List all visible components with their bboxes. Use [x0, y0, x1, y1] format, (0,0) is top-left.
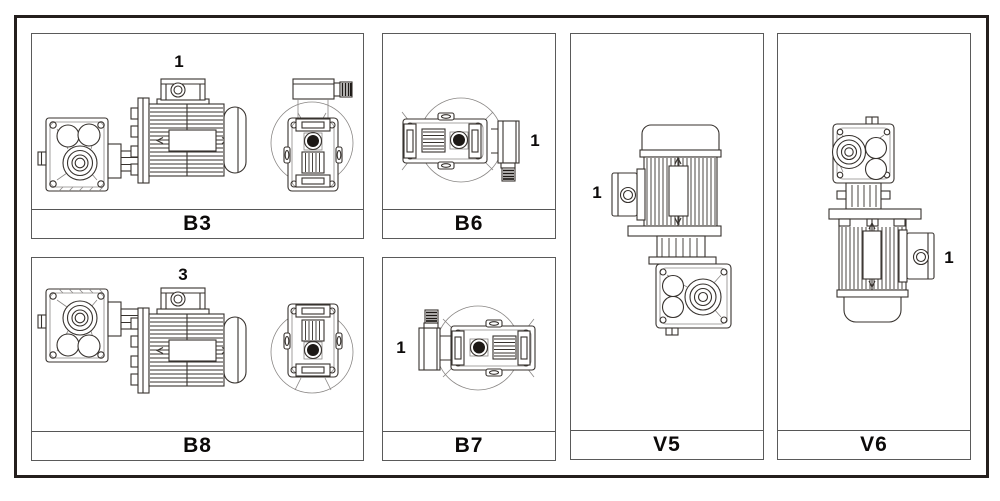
b8-drawing — [37, 287, 354, 394]
b8-gearbox-front-view — [37, 288, 109, 363]
b6-caption: B6 — [383, 209, 555, 238]
b3-caption: B3 — [32, 209, 363, 238]
b3-caption-text: B3 — [183, 212, 212, 235]
b3-motor-side-view — [107, 78, 247, 184]
b6-top-view — [401, 97, 504, 183]
b3-drawing — [37, 78, 354, 192]
b8-caption-text: B8 — [183, 434, 212, 457]
b6-terminal-box-position-label: 1 — [530, 131, 540, 150]
v6-caption-text: V6 — [860, 433, 888, 456]
v5-caption-text: V5 — [653, 433, 681, 456]
b3-terminal-box-position-label: 1 — [174, 52, 184, 71]
panel-b3: 1 B3 — [31, 33, 364, 239]
v6-caption: V6 — [778, 430, 970, 459]
b3-end-view — [270, 78, 354, 192]
b7-terminal-box-position-label: 1 — [396, 338, 406, 357]
b6-caption-text: B6 — [454, 212, 484, 235]
b8-end-view — [270, 303, 354, 394]
b7-top-view — [435, 305, 536, 391]
panel-b8: 3 B8 — [31, 257, 364, 461]
v5-gearbox-front-view — [655, 263, 732, 336]
b7-caption: B7 — [383, 431, 555, 460]
v6-motor-vertical — [828, 182, 935, 323]
b6-drawing — [401, 97, 520, 183]
v5-motor-vertical — [611, 124, 722, 265]
panel-b6: 1 B6 — [382, 33, 556, 239]
b7-caption-text: B7 — [454, 434, 484, 457]
b8-caption: B8 — [32, 431, 363, 460]
b8-terminal-box-position-label: 3 — [178, 265, 188, 284]
v6-gearbox-front-view — [831, 116, 895, 184]
panel-v5: 1 V5 — [570, 33, 764, 460]
b6-terminal-box — [497, 120, 520, 182]
v6-terminal-box-position-label: 1 — [944, 248, 954, 267]
b3-gearbox-front-view — [37, 117, 109, 192]
b8-motor-side-view — [107, 287, 247, 394]
v5-drawing — [611, 124, 732, 336]
v5-caption: V5 — [571, 430, 763, 459]
panel-b7: 1 B7 — [382, 257, 556, 461]
v6-drawing — [828, 116, 935, 323]
panel-v6: 1 V6 — [777, 33, 971, 460]
b7-drawing — [418, 305, 536, 391]
v5-terminal-box-position-label: 1 — [592, 183, 602, 202]
b7-terminal-box — [418, 309, 441, 371]
